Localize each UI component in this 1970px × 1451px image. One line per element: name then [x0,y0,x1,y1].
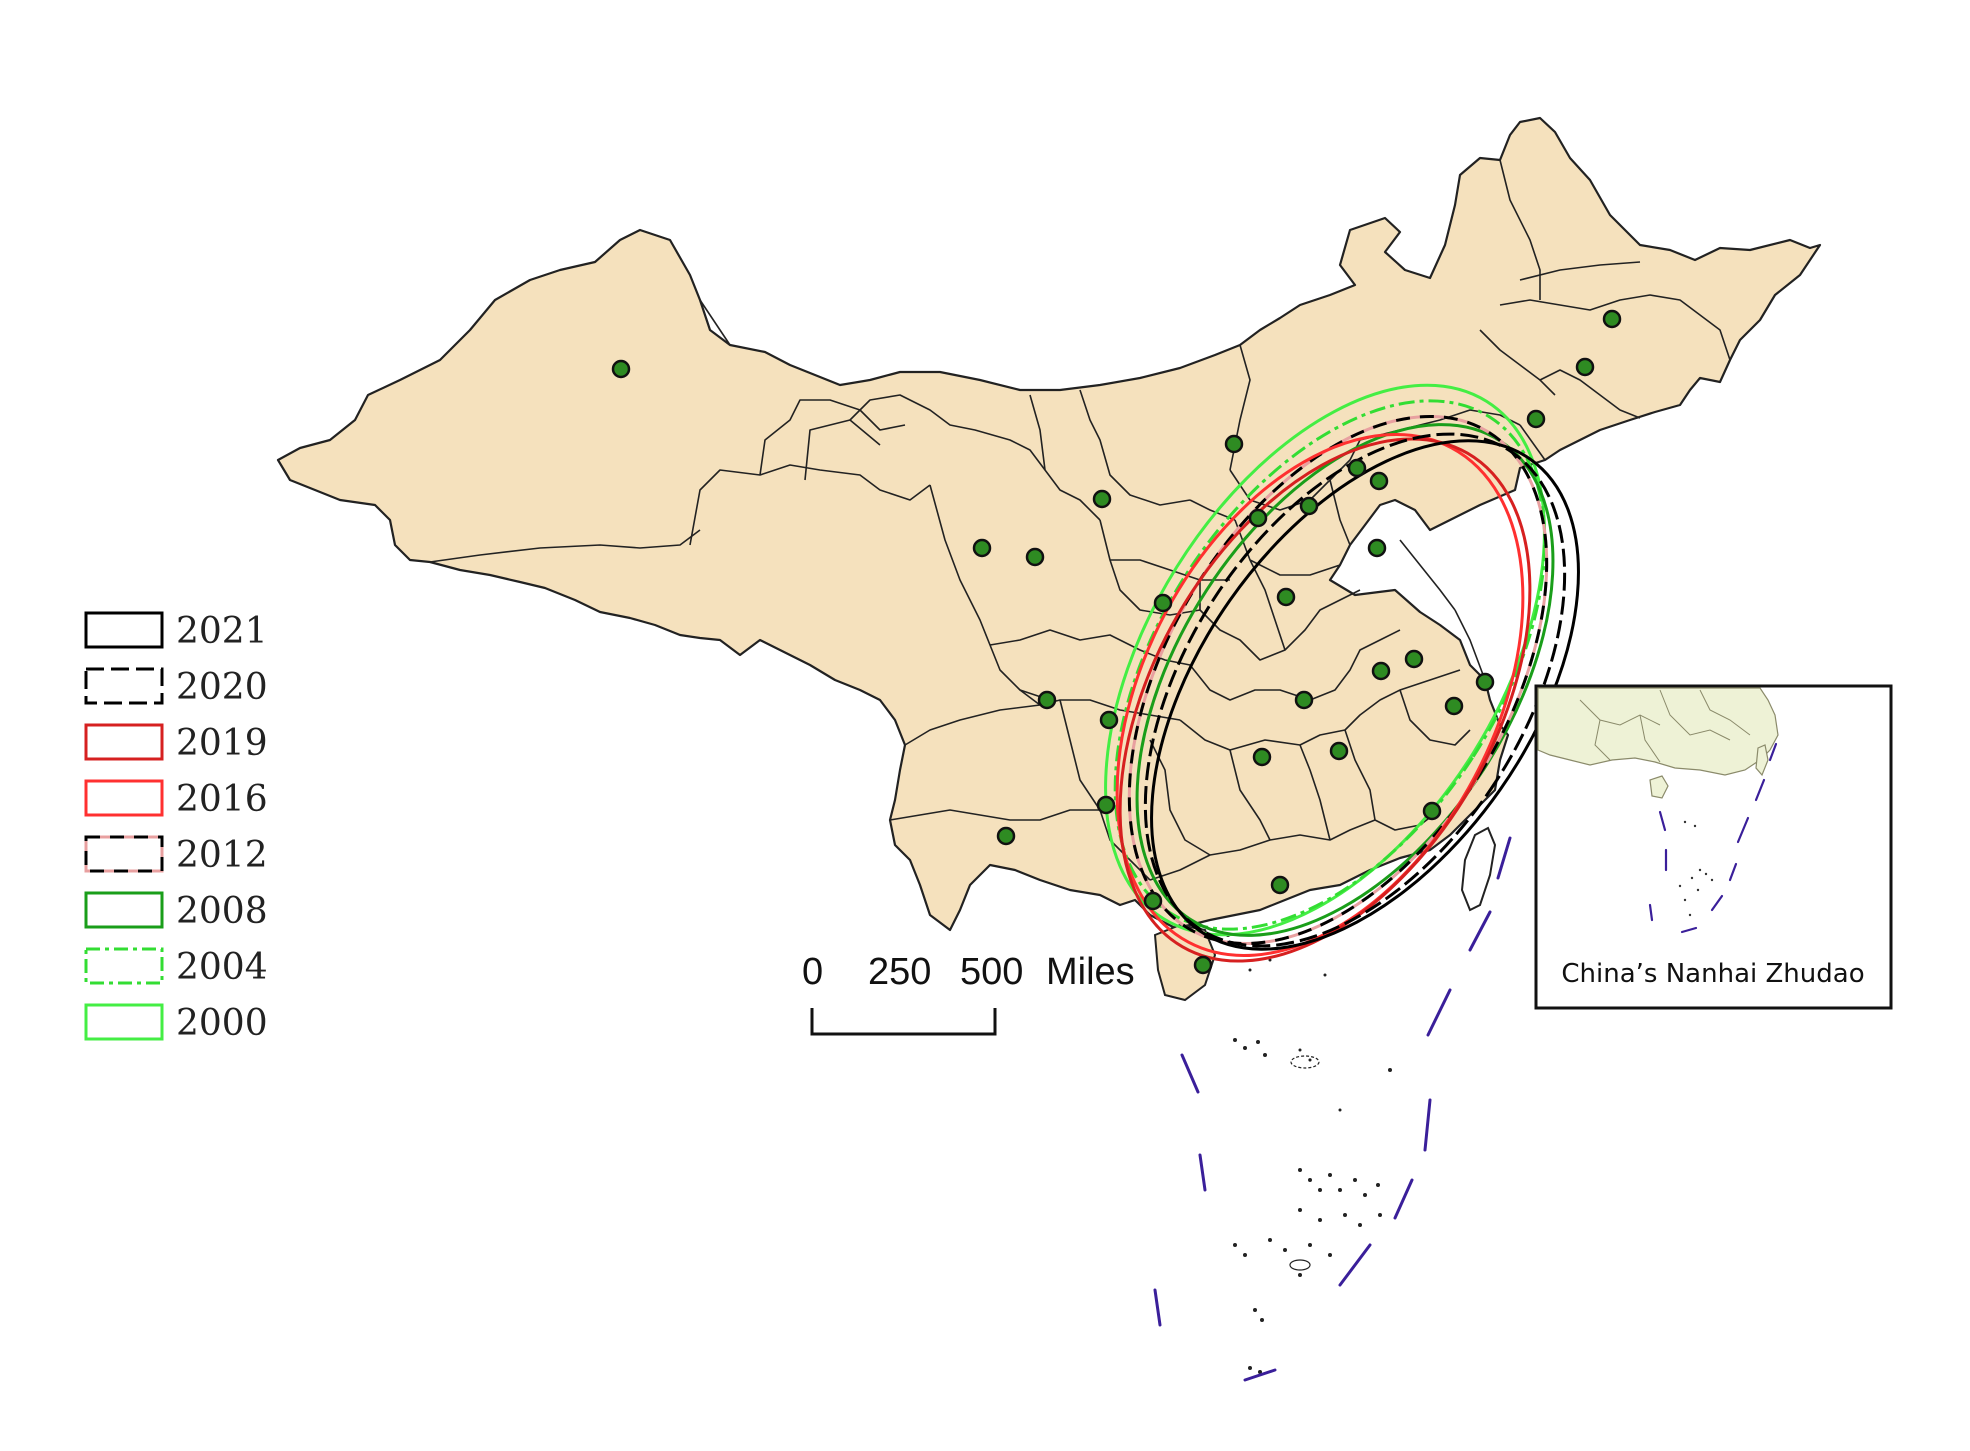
scale-tick-0: 0 [802,951,823,993]
inset-map: China’s Nanhai Zhudao [1534,684,1893,1010]
legend-item-2021: 2021 [84,611,268,652]
legend-item-2004: 2004 [84,947,268,988]
legend-label: 2016 [176,779,268,820]
point [1369,471,1389,491]
legend-item-2016: 2016 [84,779,268,820]
point [1248,508,1268,528]
point [1526,409,1546,429]
scale-bar: 0 250 500 Miles [802,951,1135,1036]
point [972,538,992,558]
point [1299,496,1319,516]
legend-item-2012: 2012 [84,835,268,876]
point [1444,696,1464,716]
point [1092,489,1112,509]
legend-label: 2000 [176,1003,268,1044]
point [1422,801,1442,821]
point [1575,357,1595,377]
point [1037,690,1057,710]
legend-label: 2019 [176,723,268,764]
point [1347,458,1367,478]
legend-label: 2021 [176,611,268,652]
point [996,826,1016,846]
taiwan-island [1460,826,1497,912]
point [1099,710,1119,730]
point [1193,955,1213,975]
ellipse-2020 [1143,432,1567,948]
china-landmass [276,116,1822,932]
ellipse-2019 [1118,437,1532,963]
scale-tick-250: 250 [868,951,931,993]
inset-hainan [1649,775,1669,799]
legend-label: 2012 [176,835,268,876]
scale-unit: Miles [1046,951,1135,993]
point [1153,593,1173,613]
point [1270,875,1290,895]
point [1602,309,1622,329]
point [611,359,631,379]
deviation-ellipses [1104,383,1580,963]
point [1143,891,1163,911]
point [1371,661,1391,681]
point [1224,434,1244,454]
scale-tick-500: 500 [960,951,1023,993]
legend: 2021 2020 2019 2016 2012 2008 2004 [84,611,268,1044]
point [1367,538,1387,558]
south-sea-islands [1226,933,1392,1374]
point [1294,690,1314,710]
legend-label: 2020 [176,667,268,708]
legend-item-2020: 2020 [84,667,268,708]
inset-taiwan [1755,744,1769,777]
inset-land [1537,687,1779,776]
inset-label: China’s Nanhai Zhudao [1561,959,1864,989]
point [1276,587,1296,607]
point [1096,795,1116,815]
legend-item-2019: 2019 [84,723,268,764]
ellipse-2012-dash [1127,414,1549,946]
nine-dash-line [1153,836,1512,1382]
legend-label: 2008 [176,891,268,932]
point [1252,747,1272,767]
point [1329,741,1349,761]
point [1475,672,1495,692]
legend-label: 2004 [176,947,268,988]
ellipse-2016 [1115,432,1525,958]
point [1404,649,1424,669]
capital-points [611,309,1622,975]
ellipse-2021 [1150,439,1580,951]
ellipse-2000 [1104,383,1546,937]
point [1025,547,1045,567]
legend-item-2008: 2008 [84,891,268,932]
legend-item-2000: 2000 [84,1003,268,1044]
